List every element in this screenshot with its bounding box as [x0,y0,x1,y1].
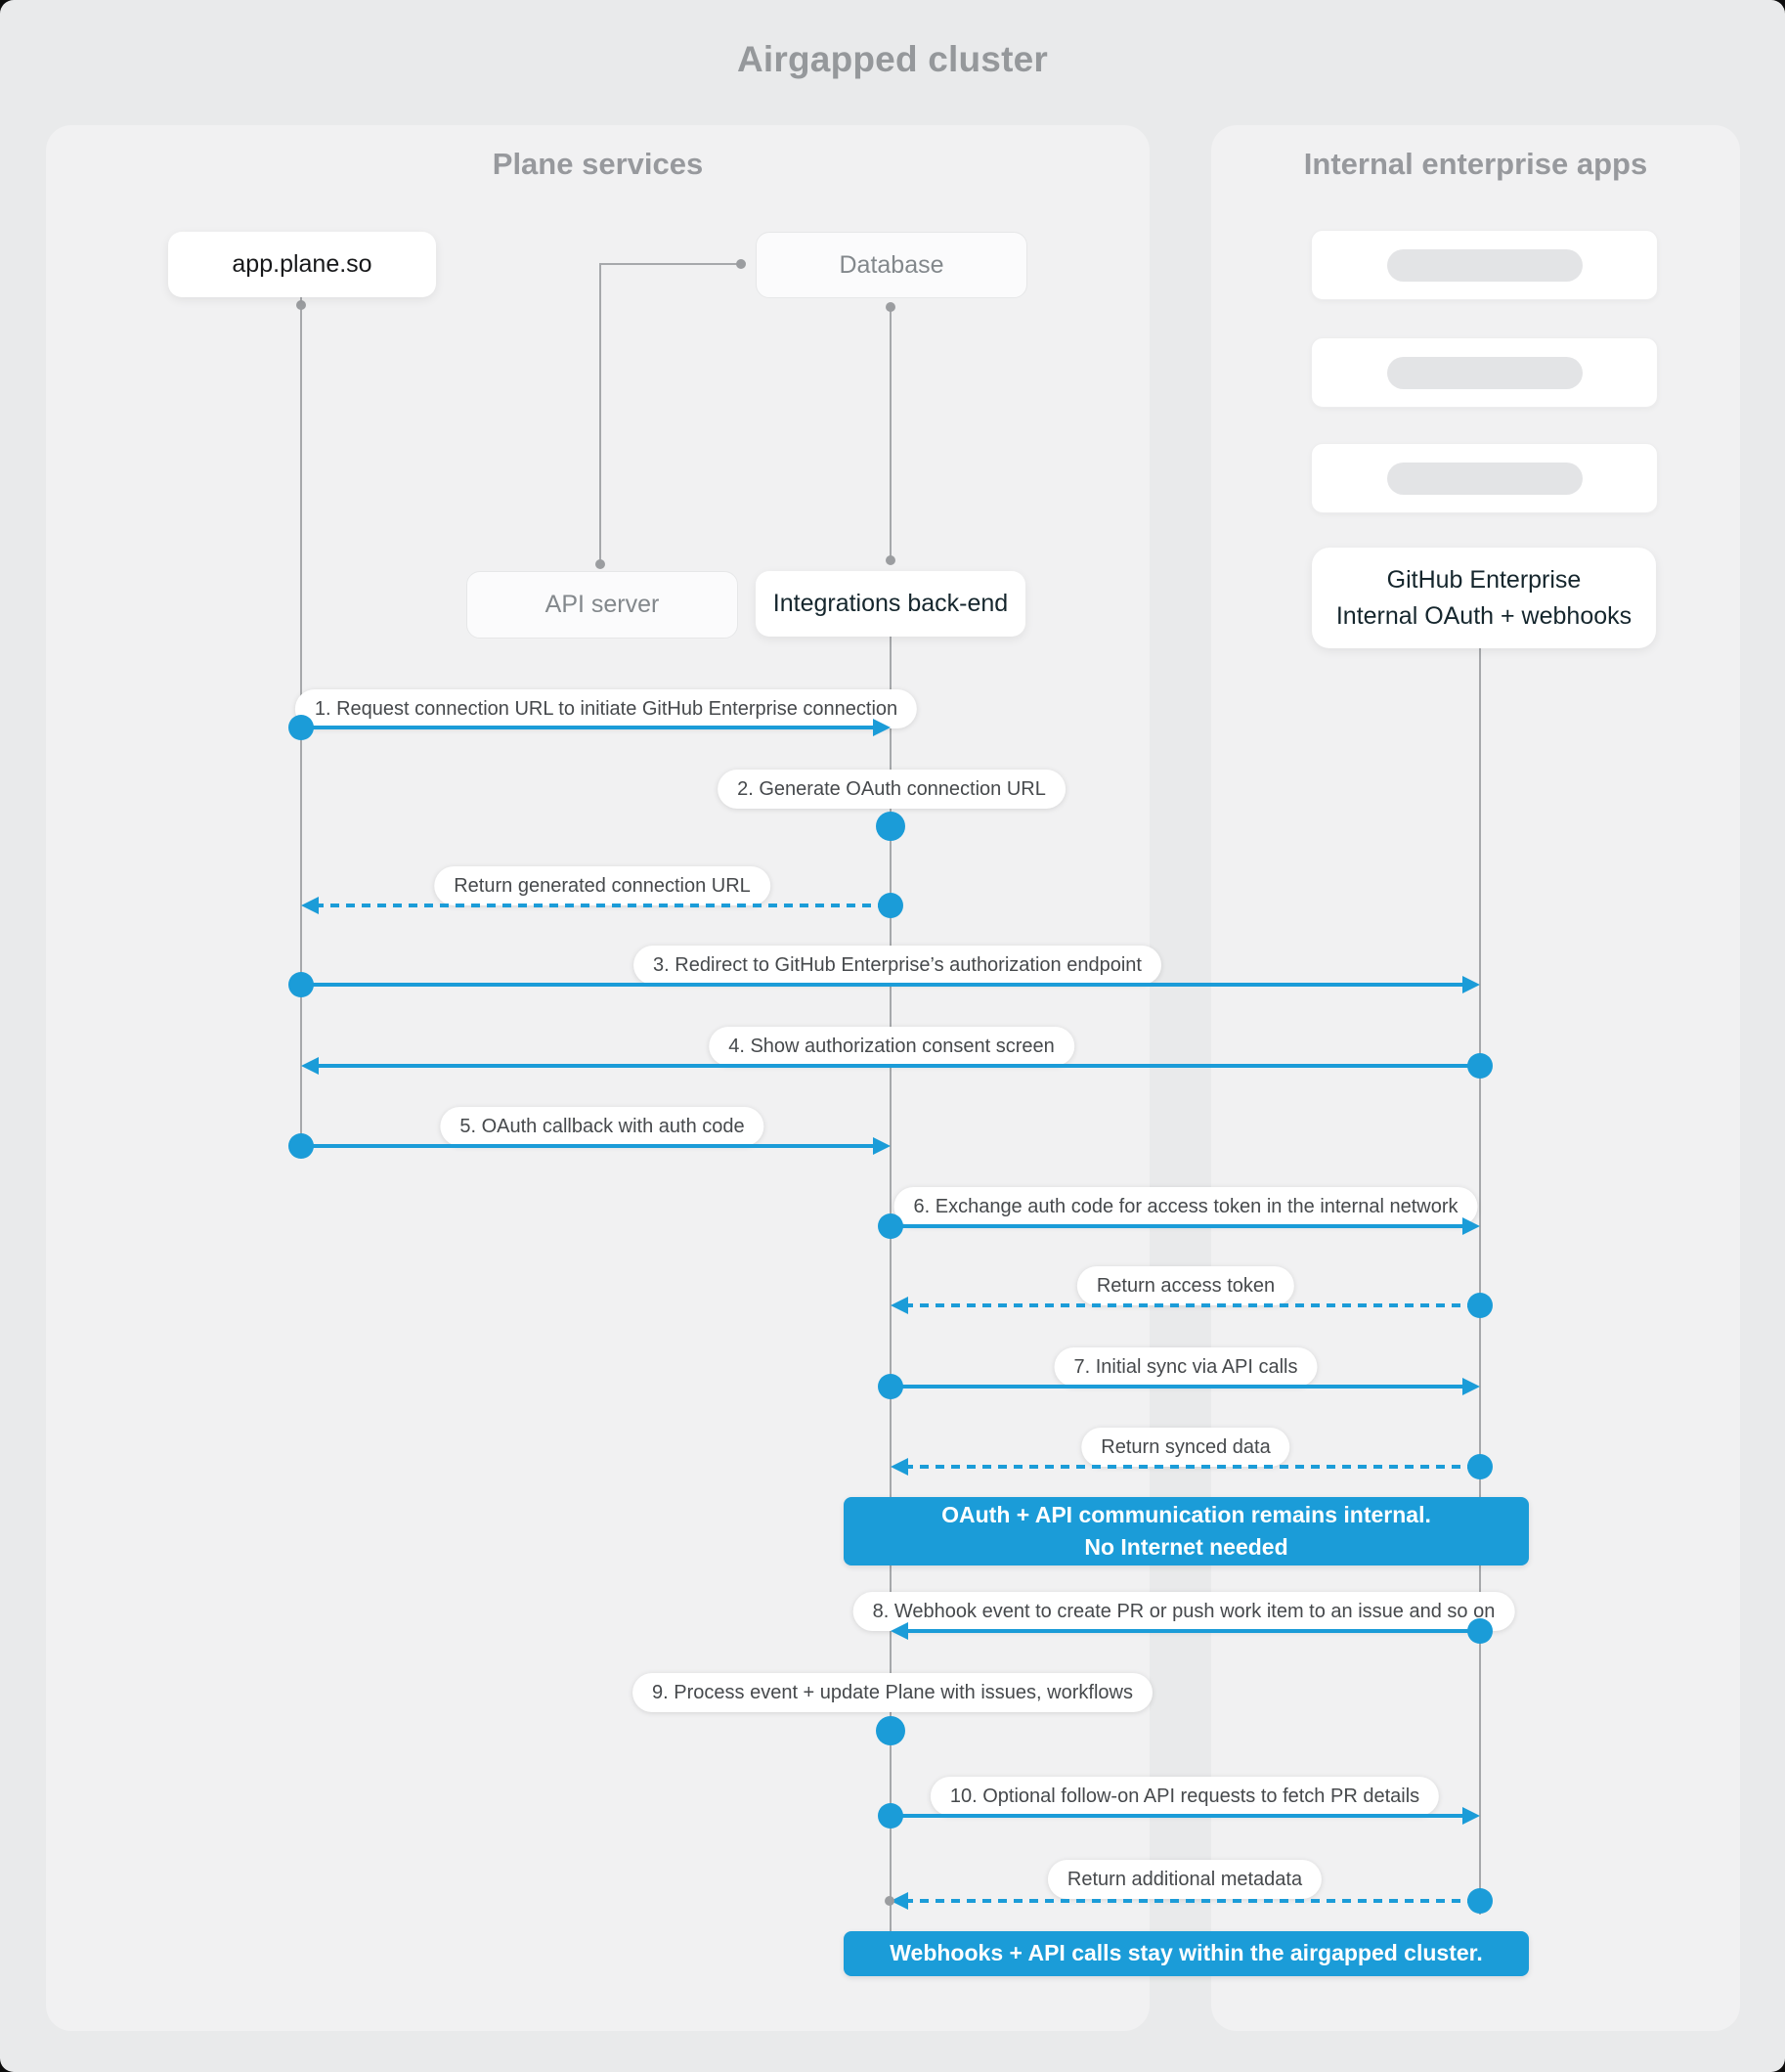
msg-6-arrow [891,1217,1480,1235]
connector-database-integrations [890,304,892,563]
panel-plane-services: Plane services [46,125,1150,2031]
msg-5-arrow [301,1137,891,1155]
placeholder-card-1 [1311,230,1658,300]
msg-2-label: 2. Generate OAuth connection URL [718,770,1066,809]
msg-3-label: 3. Redirect to GitHub Enterprise’s autho… [633,946,1161,985]
placeholder-card-3 [1311,443,1658,513]
actor-github-line1: GitHub Enterprise [1386,566,1582,595]
msg-return-token-origin-dot [1467,1293,1493,1318]
msg-return-url-label: Return generated connection URL [434,866,770,905]
msg-2-self-dot [876,812,905,841]
actor-app-plane-so-label: app.plane.so [232,250,372,278]
msg-return-url-origin-dot [878,893,903,918]
msg-return-synced-origin-dot [1467,1454,1493,1479]
placeholder-bar [1386,248,1583,282]
placeholder-card-2 [1311,337,1658,408]
actor-api-server-label: API server [544,591,660,618]
banner-airgapped-line1: Webhooks + API calls stay within the air… [890,1940,1483,1966]
msg-6-origin-dot [878,1213,903,1239]
lifeline-github [1479,648,1481,1915]
msg-4-arrow [301,1057,1480,1075]
banner-internal-communication: OAuth + API communication remains intern… [844,1497,1529,1565]
banner-internal-line1: OAuth + API communication remains intern… [941,1501,1431,1527]
msg-return-token-arrow [891,1297,1480,1314]
actor-integrations-backend: Integrations back-end [756,571,1025,637]
actor-database: Database [756,232,1027,298]
msg-1-label: 1. Request connection URL to initiate Gi… [294,689,918,728]
actor-app-plane-so: app.plane.so [168,232,436,297]
connector-api-vertical [599,264,601,564]
msg-10-label: 10. Optional follow-on API requests to f… [930,1777,1440,1816]
msg-6-label: 6. Exchange auth code for access token i… [893,1187,1478,1226]
msg-5-label: 5. OAuth callback with auth code [440,1107,764,1146]
database-bottom-dot [886,302,895,312]
panel-internal-apps-header: Internal enterprise apps [1303,147,1648,181]
msg-8-origin-dot [1467,1618,1493,1644]
msg-10-origin-dot [878,1803,903,1829]
msg-return-url-arrow [301,897,891,914]
panel-plane-services-header: Plane services [492,147,704,181]
msg-7-arrow [891,1378,1480,1395]
banner-airgapped-cluster: Webhooks + API calls stay within the air… [844,1931,1529,1976]
actor-integrations-backend-label: Integrations back-end [772,590,1009,617]
placeholder-bar [1386,462,1583,495]
msg-return-metadata-origin-dot [1467,1888,1493,1914]
placeholder-bar [1386,356,1583,389]
msg-10-arrow [891,1807,1480,1825]
actor-api-server: API server [466,571,738,639]
lifeline-app-dot [296,300,306,310]
msg-return-synced-label: Return synced data [1081,1428,1290,1467]
msg-9-label: 9. Process event + update Plane with iss… [632,1673,1153,1712]
msg-return-synced-arrow [891,1458,1480,1476]
msg-4-origin-dot [1467,1053,1493,1079]
actor-database-label: Database [839,250,944,279]
msg-3-arrow [301,976,1480,993]
msg-return-metadata-arrow [891,1892,1480,1910]
integrations-top-dot [886,555,895,565]
msg-3-origin-dot [288,972,314,997]
msg-8-arrow [891,1622,1480,1640]
banner-internal-line2: No Internet needed [1084,1534,1288,1560]
msg-1-arrow [301,719,891,736]
actor-github-line2: Internal OAuth + webhooks [1335,601,1633,630]
msg-5-origin-dot [288,1133,314,1159]
lifeline-integrations [890,637,892,1933]
msg-7-origin-dot [878,1374,903,1399]
msg-return-token-label: Return access token [1076,1266,1295,1305]
msg-8-label: 8. Webhook event to create PR or push wo… [852,1592,1515,1631]
msg-1-origin-dot [288,715,314,740]
msg-4-label: 4. Show authorization consent screen [709,1027,1074,1066]
api-server-top-dot [595,559,605,569]
msg-return-metadata-end-dot [885,1896,894,1906]
msg-7-label: 7. Initial sync via API calls [1054,1347,1318,1387]
actor-github-enterprise-label: GitHub Enterprise Internal OAuth + webho… [1336,562,1632,634]
connector-api-horizontal [599,263,741,265]
diagram-title: Airgapped cluster [737,39,1048,79]
msg-return-metadata-label: Return additional metadata [1047,1860,1323,1899]
msg-9-self-dot [876,1716,905,1745]
connector-api-end-dot [736,259,746,269]
actor-github-enterprise: GitHub Enterprise Internal OAuth + webho… [1312,548,1656,648]
